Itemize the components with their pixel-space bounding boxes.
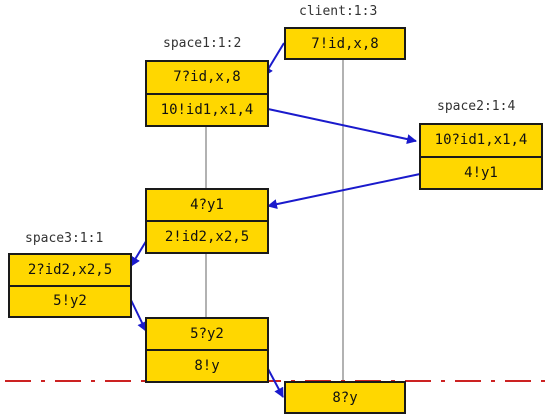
space1b-recv-cell: 4?y1 [190,197,224,213]
space1c-send-cell: 8!y [147,349,267,381]
space3-title: space3:1:1 [25,231,104,246]
space1-box-1: 7?id,x,8 10!id1,x1,4 [145,60,269,127]
space2-recv-cell: 10?id1,x1,4 [434,132,528,149]
space3-box: 2?id2,x2,5 5!y2 [8,253,132,318]
space1-box-2: 4?y1 2!id2,x2,5 [145,188,269,254]
client-recv-box: 8?y [284,381,406,414]
space1-send-cell: 10!id1,x1,4 [147,92,267,126]
space3-recv-cell: 2?id2,x2,5 [27,261,113,278]
space1b-send-cell: 2!id2,x2,5 [147,220,267,252]
client-send-label: 7!id,x,8 [311,35,379,52]
client-send-box: 7!id,x,8 [284,27,406,60]
arrow-space1-to-space2 [267,108,417,144]
arrow-space2-to-space1 [267,173,421,210]
space1-box-3: 5?y2 8!y [145,317,269,383]
space3-send-cell: 5!y2 [10,284,130,317]
arrow-space1-to-client [266,366,284,398]
space2-title: space2:1:4 [437,99,516,114]
space2-send-cell: 4!y1 [421,155,541,189]
space1-recv-cell: 7?id,x,8 [173,69,241,86]
space2-box: 10?id1,x1,4 4!y1 [419,123,543,190]
space1c-recv-cell: 5?y2 [190,326,224,342]
client-recv-label: 8?y [332,389,358,406]
arrow-space3-to-space1 [129,297,147,332]
space1-title: space1:1:2 [163,36,242,51]
client-title: client:1:3 [299,4,378,19]
